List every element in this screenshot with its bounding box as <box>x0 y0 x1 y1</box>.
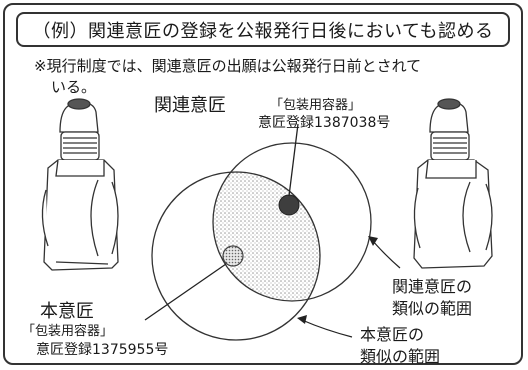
principal-leader-line <box>144 263 227 321</box>
principal-design-dot <box>222 245 244 267</box>
principal-design-product: 「包装用容器」 <box>22 324 114 339</box>
related-design-registration: 意匠登録1387038号 <box>258 115 391 131</box>
bottle-right-icon <box>413 98 493 269</box>
bottle-left-icon <box>41 98 119 271</box>
related-leader-line <box>288 123 299 197</box>
diagram-title: （例）関連意匠の登録を公報発行日後においても認める <box>32 20 494 42</box>
principal-range-label-line-2: 類似の範囲 <box>360 347 441 366</box>
title-box: （例）関連意匠の登録を公報発行日後においても認める <box>16 12 510 47</box>
principal-range-label-line-1: 本意匠の <box>360 325 425 344</box>
related-range-arrow <box>371 239 401 269</box>
related-design-dot <box>278 194 300 216</box>
note-line-1: ※現行制度では、関連意匠の出願は公報発行日前とされて <box>34 57 422 75</box>
related-range-arrowhead <box>368 236 378 246</box>
note: ※現行制度では、関連意匠の出願は公報発行日前とされて いる。 <box>34 56 504 98</box>
principal-range-label: 本意匠の 類似の範囲 <box>360 324 440 368</box>
related-range-label-line-1: 関連意匠の <box>392 277 473 296</box>
principal-design-name: 本意匠 <box>40 301 94 322</box>
related-range-label-line-2: 類似の範囲 <box>392 299 473 318</box>
related-design-name: 関連意匠 <box>154 95 226 116</box>
principal-range-circle <box>151 171 321 341</box>
related-design-product: 「包装用容器」 <box>270 98 362 113</box>
principal-design-registration: 意匠登録1375955号 <box>36 342 169 358</box>
note-line-2: いる。 <box>51 78 97 96</box>
overlap-region <box>213 172 320 301</box>
diagram-frame <box>3 3 523 365</box>
related-range-circle <box>212 142 372 302</box>
principal-range-arrowhead <box>297 315 307 324</box>
principal-range-arrow <box>301 319 353 338</box>
related-range-label: 関連意匠の 類似の範囲 <box>392 276 472 320</box>
